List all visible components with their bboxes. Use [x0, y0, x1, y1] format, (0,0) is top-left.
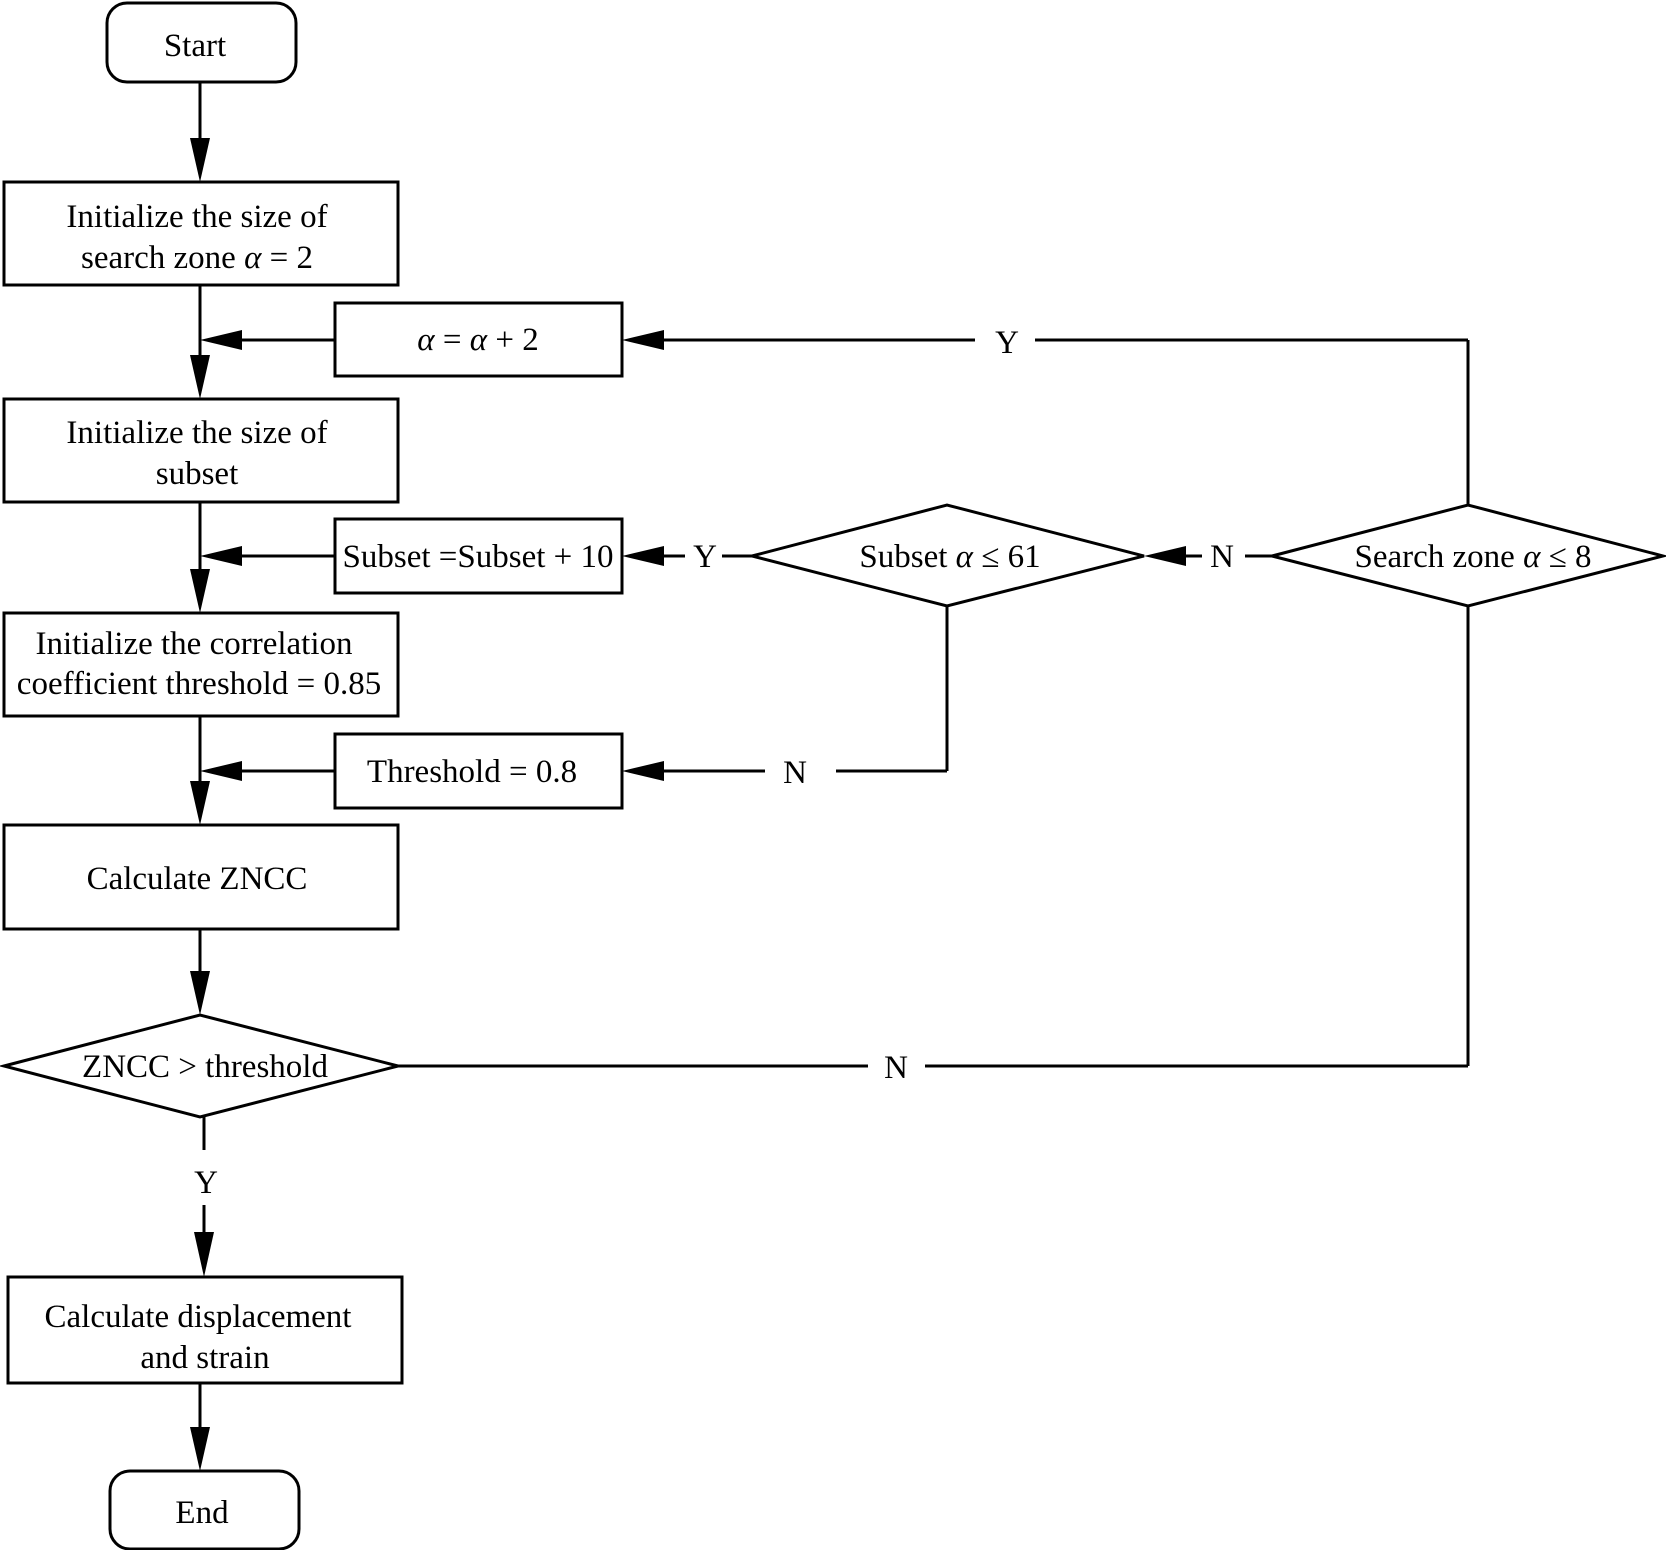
end-label: End [175, 1495, 229, 1531]
arrowhead-into-thr-set [622, 761, 664, 781]
search-zone-decision-label: Search zone α ≤ 8 [1354, 539, 1591, 575]
connectors [198, 82, 1470, 1450]
start-terminator [105, 1, 298, 84]
arrowhead-subset-inc-into-spine [200, 546, 242, 566]
init-search-zone-box [2, 180, 400, 287]
init-subset-label-line2: subset [156, 456, 239, 492]
threshold-set-label: Threshold = 0.8 [367, 754, 577, 790]
start-label: Start [164, 28, 226, 64]
calculate-zncc-label: Calculate ZNCC [87, 861, 308, 897]
subset-decision-label: Subset α ≤ 61 [859, 539, 1040, 575]
edge-label-zncc-no: N [884, 1050, 908, 1086]
arrowhead-into-subset-decision [1144, 546, 1186, 566]
arrowheads [190, 138, 1186, 1471]
arrowhead-to-calc-zncc [190, 781, 210, 825]
alpha-increment-box [333, 301, 624, 378]
calc-displacement-label-line2: and strain [140, 1340, 269, 1376]
arrowhead-into-subset-inc [622, 546, 664, 566]
arrowhead-to-end [190, 1427, 210, 1471]
init-zone-label-line1: Initialize the size of [66, 199, 327, 235]
init-threshold-label-line1: Initialize the correlation [35, 626, 352, 662]
alpha-increment-label: α = α + 2 [417, 322, 538, 358]
calculate-displacement-box [6, 1275, 404, 1385]
edge-label-zone-yes: Y [995, 325, 1019, 361]
subset-decision [746, 503, 1145, 608]
edge-labels: Y Y N N N Y [194, 325, 1234, 1201]
init-subset-box [2, 397, 400, 504]
arrowhead-to-zncc-decision [190, 971, 210, 1015]
edge-label-subset-yes: Y [693, 539, 717, 575]
arrowhead-thr-set-into-spine [200, 761, 242, 781]
calculate-zncc-box [2, 823, 400, 931]
calc-displacement-label-line1: Calculate displacement [45, 1299, 352, 1335]
zncc-threshold-decision [0, 1013, 399, 1119]
edge-label-zone-no: N [1210, 539, 1234, 575]
search-zone-decision [1271, 503, 1666, 608]
arrowhead-alpha-inc-into-spine [200, 330, 242, 350]
arrowhead-into-alpha-inc [622, 330, 664, 350]
edge-label-zncc-yes: Y [194, 1165, 218, 1201]
arrowhead-to-calc-disp [194, 1232, 214, 1277]
end-terminator [108, 1469, 301, 1550]
arrowhead-to-init-zone [190, 138, 210, 182]
threshold-set-box [333, 732, 624, 810]
init-zone-label-line2: search zone α = 2 [81, 240, 313, 276]
init-threshold-label-line2: coefficient threshold = 0.85 [17, 666, 381, 702]
node-labels: Start Initialize the size of search zone… [17, 28, 1592, 1531]
init-threshold-box [2, 611, 400, 718]
init-subset-label-line1: Initialize the size of [66, 415, 327, 451]
subset-increment-label: Subset =Subset + 10 [343, 539, 614, 575]
edge-label-subset-no: N [783, 755, 807, 791]
subset-increment-box [333, 517, 624, 595]
arrowhead-to-init-thr [190, 569, 210, 613]
zncc-decision-label: ZNCC > threshold [82, 1049, 328, 1085]
arrowhead-to-init-subset [190, 355, 210, 399]
